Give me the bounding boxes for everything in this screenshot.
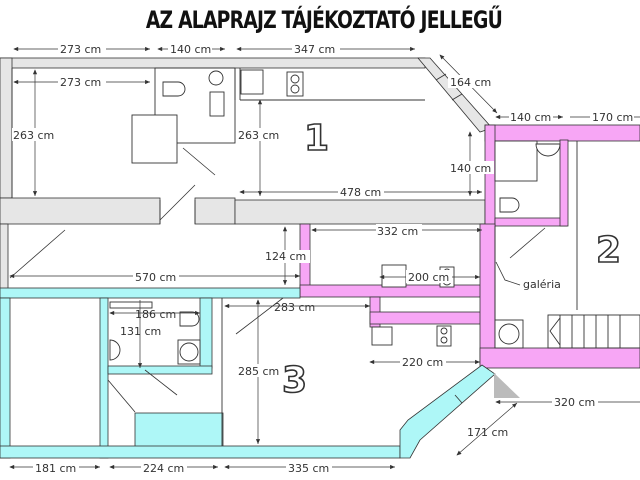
kitchen-sink-unit2 bbox=[381, 264, 407, 288]
dim-vert-140: 140 cm bbox=[450, 162, 491, 175]
gallery-label: galéria bbox=[523, 278, 561, 291]
toilet-unit2 bbox=[499, 197, 520, 213]
dim-478: 478 cm bbox=[340, 186, 381, 199]
dim-220: 220 cm bbox=[402, 356, 443, 369]
dim-top-140: 140 cm bbox=[170, 43, 211, 56]
dim-bot-335: 335 cm bbox=[288, 462, 329, 475]
sink-unit1 bbox=[209, 91, 225, 117]
dim-332: 332 cm bbox=[377, 225, 418, 238]
dim-320: 320 cm bbox=[554, 396, 595, 409]
dim-diag-171: 171 cm bbox=[467, 426, 508, 439]
dim-570: 570 cm bbox=[135, 271, 176, 284]
dim-131: 131 cm bbox=[120, 325, 161, 338]
shower-unit3 bbox=[109, 301, 153, 309]
staircase bbox=[547, 314, 640, 349]
interior-lines bbox=[11, 67, 578, 446]
stove-unit3 bbox=[436, 325, 452, 347]
dim-right-170: 170 cm bbox=[592, 111, 633, 124]
dim-bot-224: 224 cm bbox=[143, 462, 184, 475]
window-diagonal-bottom bbox=[399, 364, 496, 459]
toilet-unit1 bbox=[162, 81, 186, 97]
dim-124: 124 cm bbox=[265, 250, 306, 263]
dim-200: 200 cm bbox=[408, 271, 449, 284]
dim-mid-263: 263 cm bbox=[238, 129, 279, 142]
unit-1-number: 1 bbox=[304, 118, 329, 159]
shower-unit1 bbox=[131, 114, 178, 164]
dim-diag-164: 164 cm bbox=[450, 76, 491, 89]
unit2-walls bbox=[299, 124, 640, 369]
grey-walls bbox=[0, 57, 486, 290]
window-diagonal-top bbox=[417, 57, 493, 133]
basin-unit2 bbox=[535, 143, 561, 157]
grey-corner bbox=[494, 373, 520, 398]
gallery-pointer bbox=[495, 261, 521, 286]
unit3-walls bbox=[0, 287, 401, 459]
dim-186: 186 cm bbox=[135, 308, 176, 321]
toilet-unit3 bbox=[179, 311, 200, 327]
unit-2-number: 2 bbox=[596, 230, 621, 271]
dim-top-273: 273 cm bbox=[60, 43, 101, 56]
kitchen-sink-unit1 bbox=[240, 69, 264, 95]
dim-inner-273: 273 cm bbox=[60, 76, 101, 89]
plan-disclaimer-title: AZ ALAPRAJZ TÁJÉKOZTATÓ JELLEGŰ bbox=[145, 6, 503, 34]
dim-283: 283 cm bbox=[274, 301, 315, 314]
dim-left-263: 263 cm bbox=[13, 129, 54, 142]
dim-285: 285 cm bbox=[238, 365, 279, 378]
basin-unit3 bbox=[109, 339, 121, 361]
shower-unit2 bbox=[494, 140, 538, 182]
dim-bot-181: 181 cm bbox=[35, 462, 76, 475]
washer-unit1 bbox=[208, 70, 224, 86]
dimension-labels: 273 cm 140 cm 347 cm 273 cm 263 cm 263 c… bbox=[12, 42, 634, 475]
dim-right-140: 140 cm bbox=[510, 111, 551, 124]
unit-3-number: 3 bbox=[282, 360, 307, 401]
kitchen-sink-unit3 bbox=[371, 326, 393, 346]
dim-top-347: 347 cm bbox=[294, 43, 335, 56]
